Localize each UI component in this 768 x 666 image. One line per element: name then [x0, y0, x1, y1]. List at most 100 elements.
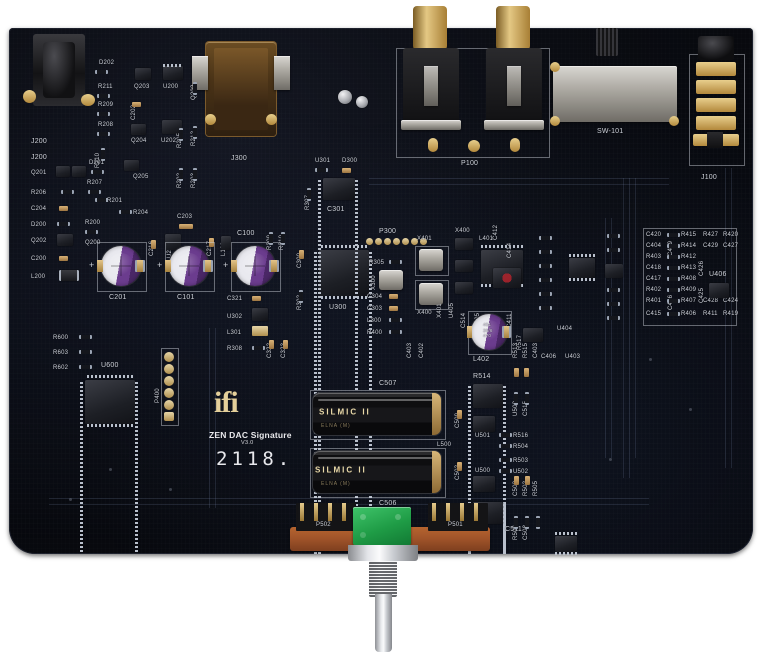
silk-C418: C418 [646, 265, 662, 271]
P400-pad[interactable] [164, 400, 174, 410]
dc-jack-pad-left [23, 90, 36, 103]
pot-threaded-bushing[interactable] [369, 561, 397, 597]
silk-R411: R411 [703, 311, 718, 317]
part-R305 [389, 260, 402, 264]
part-aux-r [539, 306, 552, 310]
cap-print-C410: 451 35/6 470 [483, 322, 493, 338]
part-C217 [209, 238, 214, 247]
pot-pin[interactable] [328, 503, 332, 521]
silk-D200: D200 [31, 222, 47, 228]
part-aux-r [607, 302, 620, 306]
part-R309 [269, 232, 273, 245]
switch-pad-br [669, 116, 679, 126]
P300-pad[interactable] [420, 238, 427, 245]
part-R204 [119, 210, 132, 214]
cap-brand-text: SILMIC II [315, 465, 367, 475]
switch-actuator[interactable] [596, 28, 618, 56]
usb-b-tab-left [192, 56, 208, 90]
pot-pin[interactable] [474, 503, 478, 521]
silk-U502: U501 [475, 433, 491, 439]
cap-gloss [176, 253, 202, 279]
part-X400 [419, 283, 443, 305]
part-aux-ic2 [569, 258, 595, 278]
pot-pin[interactable] [342, 503, 346, 521]
pot-pin[interactable] [432, 503, 436, 521]
part-grid-r [667, 299, 680, 303]
dc-jack-pad-right [81, 94, 95, 106]
cap-outline-C507 [310, 390, 446, 440]
part-aux-r [607, 316, 620, 320]
pot-pin[interactable] [300, 503, 304, 521]
part-aux-r [607, 234, 620, 238]
part-R310 [281, 232, 285, 245]
headphone-contact-3 [696, 98, 736, 112]
pot-pin[interactable] [460, 503, 464, 521]
P400-pad[interactable] [164, 352, 174, 362]
silk-R412: R412 [681, 254, 697, 260]
usb-b-tab-right [274, 56, 290, 90]
cap-highlight [318, 398, 436, 401]
part-C503 [525, 476, 530, 485]
xtal-outline-X400 [415, 280, 449, 310]
silk-P400: P400 [155, 388, 161, 403]
silk-C426: C426 [699, 260, 705, 276]
part-C511 [457, 410, 462, 419]
silk-R602: R602 [53, 365, 69, 371]
trace [725, 168, 726, 468]
pot-header-left[interactable] [296, 503, 356, 531]
P300-pad[interactable] [366, 238, 373, 245]
silk-U302: U302 [227, 314, 243, 320]
silk-C425: C425 [699, 287, 705, 303]
part-C202 [132, 102, 141, 107]
pot-body-detail [360, 532, 366, 538]
aux-ic2-legs-top [569, 254, 595, 257]
silk-R413: R413 [681, 265, 697, 271]
trace [635, 178, 636, 458]
P300-pad[interactable] [393, 238, 400, 245]
silk-C200: C200 [31, 256, 47, 262]
P400-pad[interactable] [164, 412, 174, 421]
silk-Q200: Q200 [85, 240, 101, 246]
silk-L401: C402 [419, 342, 425, 358]
silk-J200-label: J200 [31, 154, 47, 161]
cap-C507: SILMIC II ELNA (M) [313, 393, 441, 435]
rca-barrel-left [413, 6, 447, 50]
P300-pad[interactable] [402, 238, 409, 245]
slide-switch-body[interactable] [553, 66, 677, 122]
U300-legs-top [321, 245, 367, 248]
cap-C410 [467, 314, 511, 350]
part-C204 [59, 206, 68, 211]
silk-R200: R200 [85, 220, 101, 226]
trace [623, 178, 624, 478]
silk-C100: C100 [237, 230, 255, 237]
silk-SW101: SW-101 [597, 128, 624, 135]
pot-shaft[interactable] [375, 594, 392, 652]
pot-header-right[interactable] [428, 503, 488, 531]
usb-b-inner [214, 48, 268, 130]
P400-pad[interactable] [164, 376, 174, 386]
trace [629, 178, 630, 478]
P400-pad[interactable] [164, 388, 174, 398]
silk-U202: U202 [161, 138, 177, 144]
part-U300 [319, 250, 369, 296]
part-R513 [525, 392, 529, 405]
rca-clip-left [424, 66, 438, 106]
P400-pad[interactable] [164, 364, 174, 374]
P300-pad[interactable] [411, 238, 418, 245]
P300-pad[interactable] [384, 238, 391, 245]
silk-P501: P501 [448, 522, 463, 528]
P300-pad[interactable] [375, 238, 382, 245]
part-Q201b [72, 166, 86, 177]
part-L100 [221, 236, 231, 250]
part-R207 [88, 190, 101, 194]
pot-pin[interactable] [314, 503, 318, 521]
part-R504 [499, 458, 512, 462]
silk-R209: R209 [98, 102, 114, 108]
bottom-ic-legs-bottom [555, 552, 577, 555]
volume-pot-body[interactable] [353, 507, 411, 545]
part-X300 [379, 270, 403, 290]
pot-pin[interactable] [446, 503, 450, 521]
part-C320 [342, 168, 351, 173]
part-D300 [307, 188, 311, 201]
mounting-screw-right [356, 96, 368, 108]
